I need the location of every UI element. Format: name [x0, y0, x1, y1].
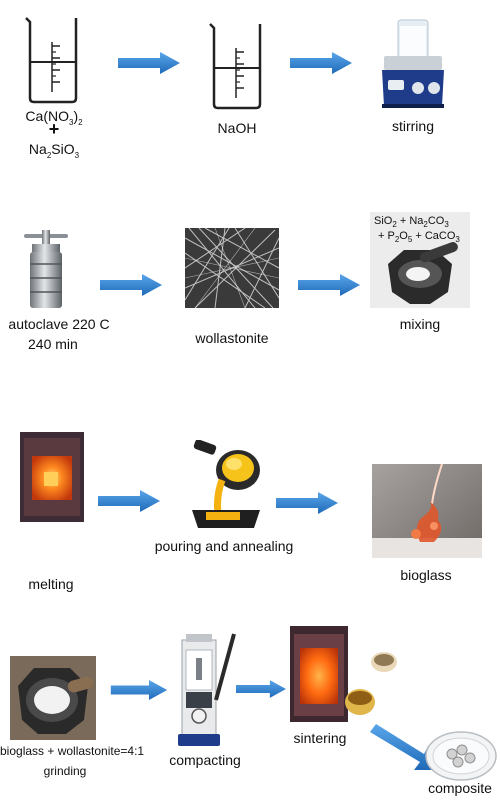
hydraulic-press-icon: [178, 633, 236, 746]
ceramic-crucibles-image: [345, 652, 397, 715]
naoh-label: NaOH: [217, 120, 257, 136]
sintering-furnace-image: [290, 626, 348, 722]
mortar-and-pestle-image: [370, 212, 470, 308]
melting-label: melting: [28, 576, 74, 592]
sintering-label: sintering: [293, 730, 347, 746]
wollastonite-sem-image: [185, 228, 279, 308]
arrow-right-icon: [298, 274, 360, 296]
grinding-label-line1: bioglass + wollastonite=4:1: [0, 744, 145, 758]
bioglass-label: bioglass: [400, 567, 452, 583]
arrow-right-icon: [98, 490, 160, 512]
pouring-crucible-icon: [192, 440, 260, 528]
melting-furnace-image: [20, 432, 84, 522]
autoclave-label-line1: autoclave 220 C: [8, 316, 110, 332]
arrow-right-icon: [236, 680, 286, 698]
arrow-right-icon: [118, 52, 180, 74]
arrow-down-right-icon: [370, 724, 442, 770]
composite-petri-dish-image: [425, 731, 497, 781]
arrow-right-icon: [100, 274, 162, 296]
beaker-icon: [25, 17, 78, 104]
beaker1-plus: +: [48, 119, 60, 139]
beaker1-formula-bottom: Na2SiO3: [28, 141, 80, 160]
mixing-label: mixing: [399, 316, 441, 332]
pouring-label: pouring and annealing: [154, 538, 294, 554]
wollastonite-label: wollastonite: [195, 330, 269, 346]
compacting-label: compacting: [169, 752, 241, 768]
beaker1-formula-top: Ca(NO3)2: [25, 108, 83, 127]
arrow-right-icon: [290, 52, 352, 74]
autoclave-icon: [24, 230, 68, 308]
grinding-label-line2: grinding: [43, 764, 87, 778]
grinding-mortar-image: [10, 656, 96, 740]
bioglass-image: [372, 464, 482, 558]
magnetic-stirrer-icon: [382, 19, 444, 108]
mixing-formula-line1: SiO2 + Na2CO3: [374, 215, 449, 230]
arrow-right-icon: [110, 680, 168, 700]
composite-label: composite: [428, 780, 492, 796]
stirring-label: stirring: [391, 118, 434, 134]
autoclave-label-line2: 240 min: [28, 336, 78, 352]
beaker-icon: [209, 23, 262, 110]
arrow-right-icon: [276, 492, 338, 514]
mixing-formula-line2: + P2O5 + CaCO3: [378, 230, 460, 245]
